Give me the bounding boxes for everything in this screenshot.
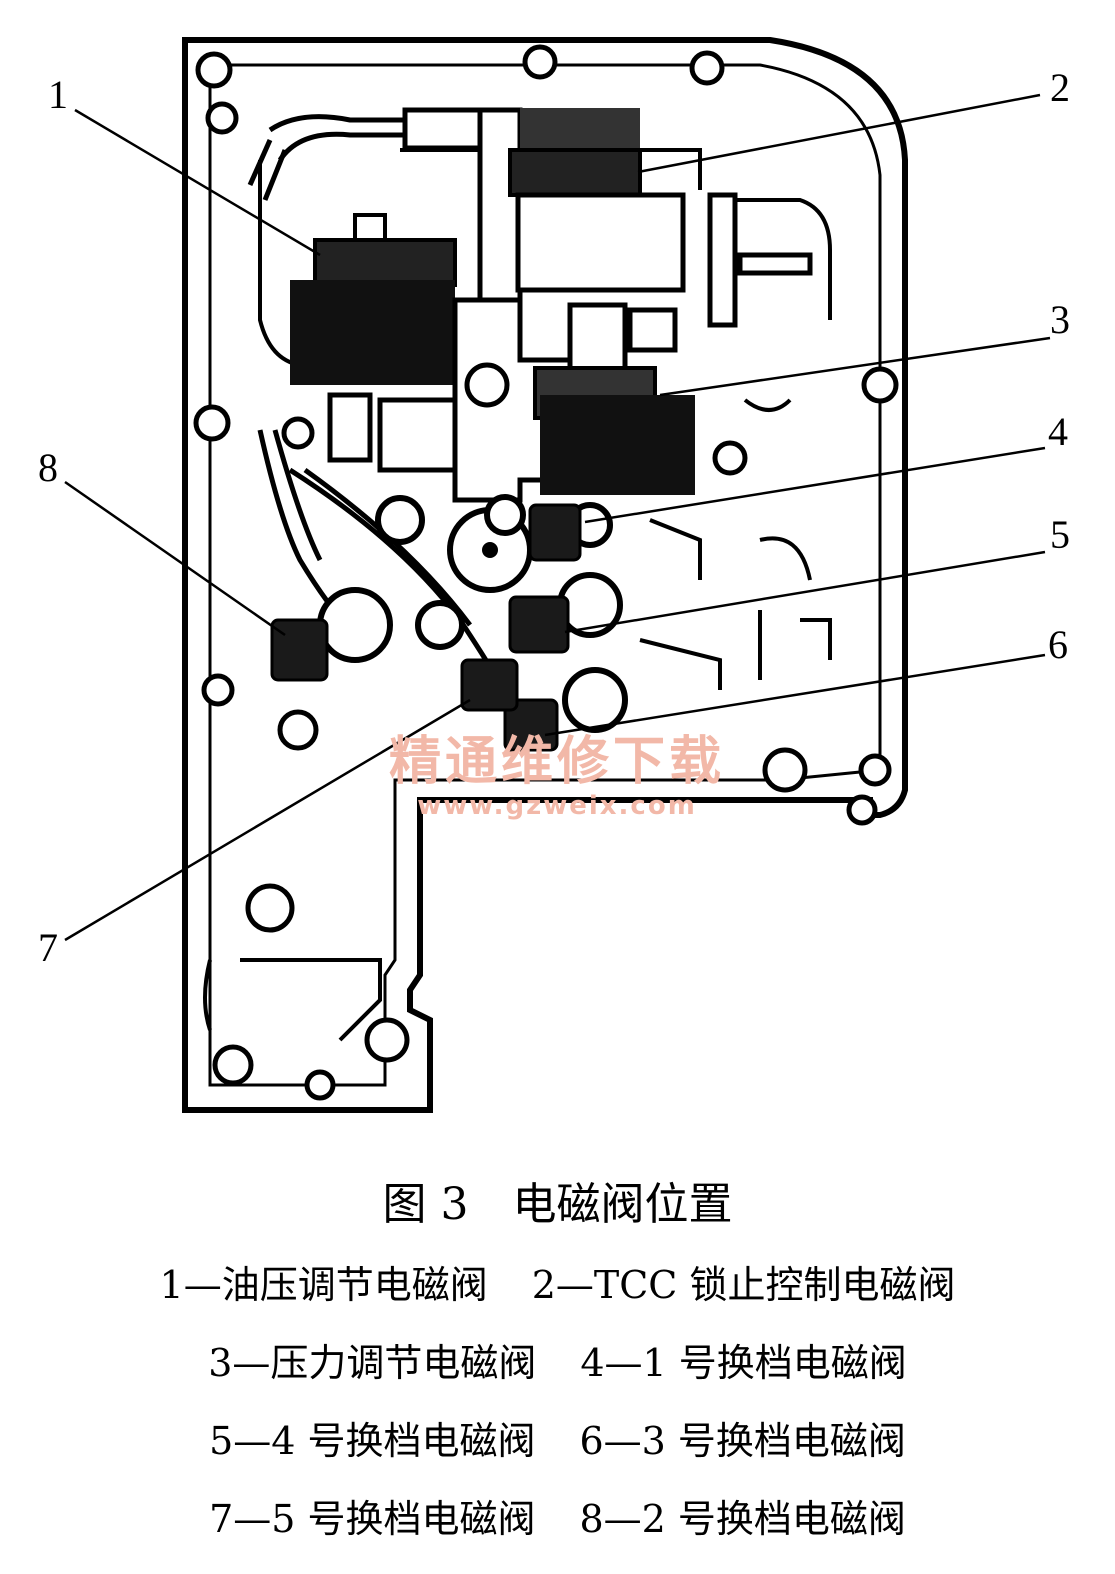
legend-item: 8—2 号换档电磁阀 xyxy=(579,1497,906,1541)
solenoid-4 xyxy=(528,503,582,562)
legend-row: 5—4 号换档电磁阀 6—3 号换档电磁阀 xyxy=(0,1418,1115,1496)
solenoid-6 xyxy=(503,698,559,752)
valve-body-diagram xyxy=(64,37,1051,1113)
watermark-url: www.gzweix.com xyxy=(417,791,697,821)
solenoid-1 xyxy=(290,213,457,385)
callout-7: 7 xyxy=(38,925,58,970)
watermark-text: 精通维修下载 xyxy=(388,732,725,792)
callout-8: 8 xyxy=(38,445,58,490)
shift-solenoids xyxy=(270,503,582,752)
watermark: 精通维修下载 www.gzweix.com xyxy=(372,732,742,820)
legend-item: 5—4 号换档电磁阀 xyxy=(209,1419,536,1463)
solenoid-2 xyxy=(508,108,686,293)
callout-4: 4 xyxy=(1048,409,1068,454)
callout-3: 3 xyxy=(1050,297,1070,342)
callout-6: 6 xyxy=(1048,622,1068,667)
figure-caption: 图 3 电磁阀位置 xyxy=(382,1179,733,1230)
solenoid-3 xyxy=(533,366,695,495)
bolt-holes xyxy=(193,44,899,1101)
bracket xyxy=(402,107,813,328)
legend-item: 7—5 号换档电磁阀 xyxy=(209,1497,536,1541)
callout-1: 1 xyxy=(48,72,68,117)
central-housing xyxy=(327,297,678,503)
inner-gasket-outline xyxy=(208,63,882,1087)
legend-item: 6—3 号换档电磁阀 xyxy=(579,1419,906,1463)
spool-center xyxy=(482,542,498,558)
legend-item: 1—油压调节电磁阀 xyxy=(159,1263,488,1307)
solenoid-7 xyxy=(460,658,519,712)
callout-5: 5 xyxy=(1050,512,1070,557)
legend-item: 3—压力调节电磁阀 xyxy=(208,1341,537,1385)
callout-2: 2 xyxy=(1050,65,1070,110)
legend-row: 3—压力调节电磁阀 4—1 号换档电磁阀 xyxy=(0,1340,1115,1418)
solenoid-8 xyxy=(270,618,329,682)
legend-item: 4—1 号换档电磁阀 xyxy=(580,1341,907,1385)
legend-item: 2—TCC 锁止控制电磁阀 xyxy=(531,1263,956,1307)
legend-row: 1—油压调节电磁阀 2—TCC 锁止控制电磁阀 xyxy=(0,1262,1115,1340)
solenoid-5 xyxy=(508,595,570,654)
legend-row: 7—5 号换档电磁阀 8—2 号换档电磁阀 xyxy=(0,1496,1115,1574)
leader-lines xyxy=(64,93,1051,942)
legend: 1—油压调节电磁阀 2—TCC 锁止控制电磁阀 3—压力调节电磁阀 4—1 号换… xyxy=(0,1262,1115,1574)
